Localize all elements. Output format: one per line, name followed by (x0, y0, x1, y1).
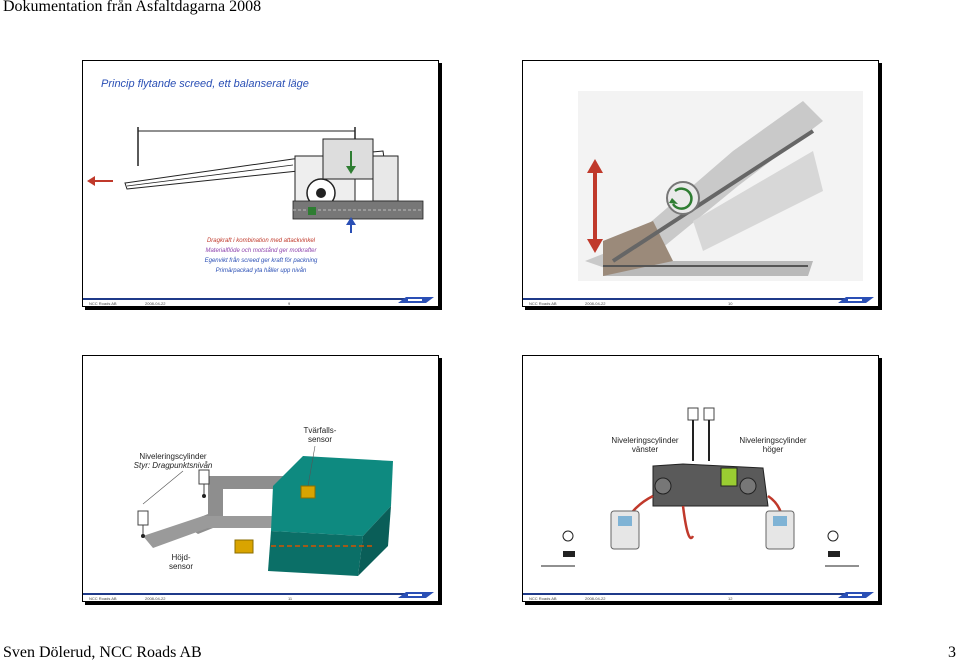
slide-footer: NCC Roads AB 2008-04-22 12 (523, 591, 878, 601)
ncc-logo-icon (838, 592, 874, 598)
slide-number: 11 (288, 596, 293, 601)
screed-photo (578, 91, 863, 281)
leveling-system-diagram (137, 445, 393, 576)
caption-2: Materialflöde och motstånd ger motkrafte… (205, 248, 317, 254)
document-header: Dokumentation från Asfaltdagarna 2008 (3, 0, 262, 15)
hojd-sensor-label: Höjd-sensor (168, 553, 193, 571)
slide-number: 10 (728, 301, 733, 306)
slide-footer: NCC Roads AB 2008-04-22 11 (83, 591, 438, 601)
slide-number: 12 (728, 596, 733, 601)
slide-number: 9 (288, 301, 291, 306)
document-page-number: 3 (948, 644, 956, 661)
tvarfalls-sensor-label: Tvärfalls-sensor (303, 426, 337, 444)
caption-4: Primärpackad yta håller upp nivån (215, 268, 307, 274)
slide-title: Princip flytande screed, ett balanserat … (101, 78, 309, 90)
caption-1: Dragkraft i kombination med attackvinkel (206, 238, 316, 244)
slide-9: Princip flytande screed, ett balanserat … (82, 60, 439, 307)
slide-footer: NCC Roads AB 2008-04-22 10 (523, 296, 878, 306)
slide-10: NCC Roads AB 2008-04-22 10 (522, 60, 879, 307)
document-footer-author: Sven Dölerud, NCC Roads AB (3, 644, 202, 661)
caption-3: Egenvikt från screed ger kraft för packn… (204, 258, 318, 264)
screed-diagram (87, 127, 424, 233)
ncc-logo-icon (398, 297, 434, 303)
slide-footer: NCC Roads AB 2008-04-22 9 (83, 296, 438, 306)
ncc-logo-icon (838, 297, 874, 303)
ncc-logo-icon (398, 592, 434, 598)
control-system-diagram (541, 407, 859, 567)
